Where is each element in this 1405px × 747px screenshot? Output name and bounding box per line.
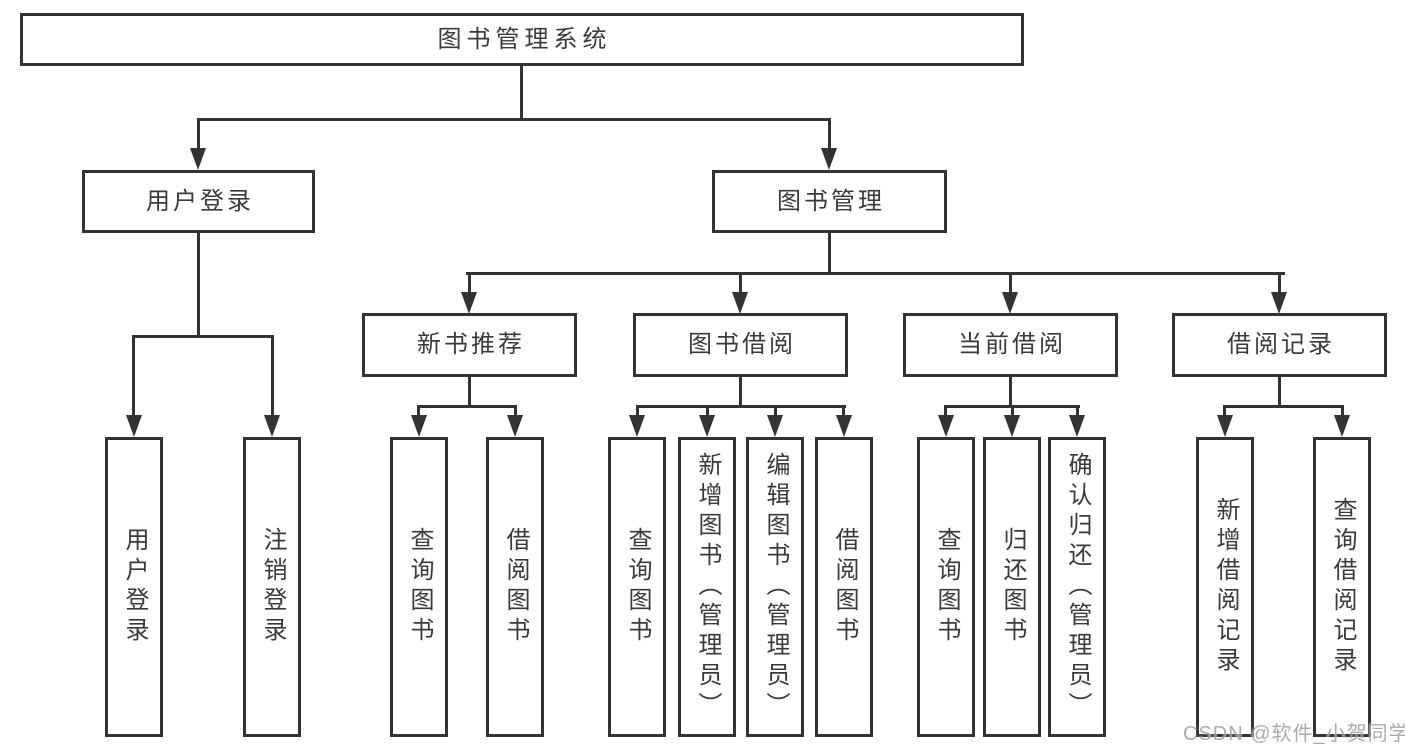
connector-line — [514, 405, 517, 417]
connector-line — [197, 118, 200, 150]
connector-line — [1076, 405, 1079, 417]
connector-line — [944, 405, 947, 417]
node-borrowing-records: 借阅记录 — [1172, 313, 1387, 377]
leaf-query-books-newrec: 查询图书 — [390, 437, 448, 737]
connector-line — [706, 405, 709, 417]
connector-line — [1009, 272, 1012, 294]
connector-line — [1278, 377, 1281, 408]
arrow-down-icon — [1004, 415, 1020, 437]
arrow-down-icon — [126, 415, 142, 437]
arrow-down-icon — [938, 415, 954, 437]
arrow-down-icon — [699, 415, 715, 437]
arrow-down-icon — [1334, 415, 1350, 437]
arrow-down-icon — [629, 415, 645, 437]
leaf-user-login: 用户登录 — [105, 437, 163, 737]
arrow-down-icon — [507, 415, 523, 437]
leaf-query-books-current: 查询图书 — [917, 437, 975, 737]
csdn-watermark: CSDN @软件_小贺同学 — [1183, 723, 1405, 745]
leaf-return-books: 归还图书 — [983, 437, 1041, 737]
leaf-borrow-books-borrow: 借阅图书 — [815, 437, 873, 737]
connector-line — [828, 118, 831, 150]
connector-line — [636, 405, 639, 417]
leaf-add-books-admin: 新增图书（管理员） — [678, 437, 736, 737]
arrow-down-icon — [411, 415, 427, 437]
arrow-down-icon — [1271, 292, 1287, 314]
arrow-down-icon — [732, 292, 748, 314]
connector-line — [842, 405, 845, 417]
node-current-borrowing: 当前借阅 — [903, 313, 1118, 377]
connector-line — [132, 335, 135, 417]
connector-line — [1011, 405, 1014, 417]
leaf-add-borrow-record: 新增借阅记录 — [1196, 437, 1254, 737]
arrow-down-icon — [461, 292, 477, 314]
arrow-down-icon — [767, 415, 783, 437]
leaf-edit-books-admin: 编辑图书（管理员） — [746, 437, 804, 737]
leaf-query-books-borrow: 查询图书 — [608, 437, 666, 737]
leaf-logout: 注销登录 — [243, 437, 301, 737]
connector-line — [132, 335, 274, 338]
connector-line — [468, 377, 471, 408]
connector-line — [1278, 272, 1281, 294]
arrow-down-icon — [1217, 415, 1233, 437]
connector-line — [636, 405, 846, 408]
node-user-login: 用户登录 — [82, 170, 315, 233]
connector-line — [271, 335, 274, 417]
connector-line — [1009, 377, 1012, 408]
arrow-down-icon — [264, 415, 280, 437]
connector-line — [468, 272, 471, 294]
arrow-down-icon — [836, 415, 852, 437]
connector-line — [520, 66, 523, 120]
connector-line — [1223, 405, 1344, 408]
leaf-confirm-return-admin: 确认归还（管理员） — [1048, 437, 1106, 737]
connector-line — [197, 233, 200, 337]
arrow-down-icon — [190, 148, 206, 170]
leaf-query-borrow-record: 查询借阅记录 — [1313, 437, 1371, 737]
node-library-management-system: 图书管理系统 — [20, 13, 1024, 66]
node-book-management: 图书管理 — [712, 170, 947, 233]
connector-line — [774, 405, 777, 417]
connector-line — [1223, 405, 1226, 417]
connector-line — [417, 405, 420, 417]
connector-line — [197, 118, 831, 121]
arrow-down-icon — [821, 148, 837, 170]
connector-line — [828, 233, 831, 274]
arrow-down-icon — [1069, 415, 1085, 437]
connector-line — [466, 272, 1285, 275]
arrow-down-icon — [1002, 292, 1018, 314]
connector-line — [739, 272, 742, 294]
connector-line — [1341, 405, 1344, 417]
leaf-borrow-books-newrec: 借阅图书 — [486, 437, 544, 737]
connector-line — [739, 377, 742, 408]
node-new-book-recommend: 新书推荐 — [362, 313, 577, 377]
node-book-borrowing: 图书借阅 — [633, 313, 848, 377]
connector-line — [417, 405, 517, 408]
